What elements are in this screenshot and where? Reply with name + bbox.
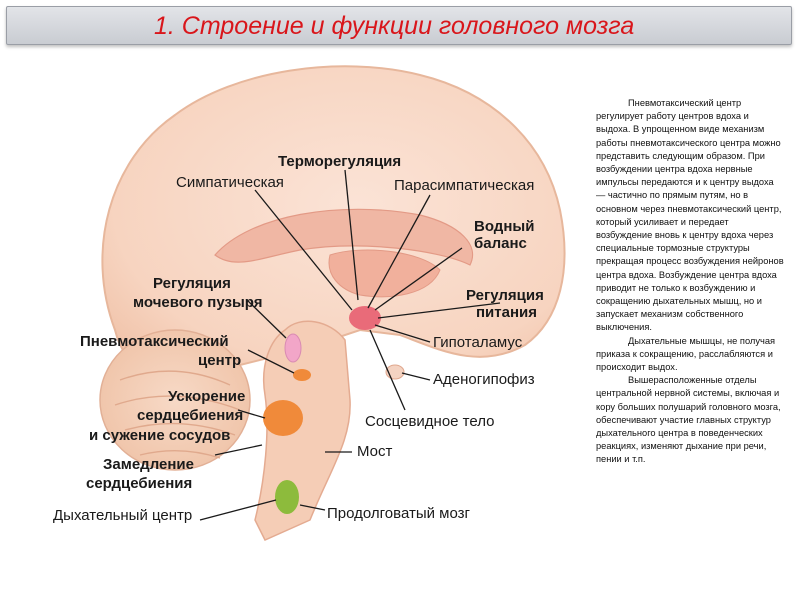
brain-diagram: Терморегуляция Симпатическая Парасимпати… bbox=[53, 65, 566, 541]
label-heart-accel-3: и сужение сосудов bbox=[89, 427, 230, 444]
explanation-text: Пневмотаксический центр регулирует работ… bbox=[596, 97, 784, 467]
title-bar: 1. Строение и функции головного мозга bbox=[6, 6, 792, 45]
label-heart-accel-2: сердцебиения bbox=[137, 407, 243, 424]
label-feeding-regulation-2: питания bbox=[476, 304, 537, 321]
pneumotaxic-region bbox=[284, 333, 302, 363]
corpus-callosum-shape bbox=[214, 208, 474, 266]
label-mammillary-body: Сосцевидное тело bbox=[365, 413, 495, 430]
label-thermoregulation: Терморегуляция bbox=[278, 153, 401, 170]
label-parasympathetic: Парасимпатическая bbox=[394, 177, 534, 194]
label-heart-slow-2: сердцебиения bbox=[86, 475, 192, 492]
label-bladder-regulation-1: Регуляция bbox=[153, 275, 231, 292]
label-sympathetic: Симпатическая bbox=[176, 174, 284, 191]
label-adenohypophysis: Аденогипофиз bbox=[433, 371, 535, 388]
label-heart-accel-1: Ускорение bbox=[168, 388, 245, 405]
cerebellum-shape bbox=[99, 329, 251, 471]
label-pneumotaxic-1: Пневмотаксический bbox=[80, 333, 229, 350]
heart-accel-region bbox=[263, 400, 303, 436]
label-water-balance-1: Водный bbox=[474, 218, 534, 235]
cerebellum-folds bbox=[114, 370, 241, 459]
explanation-paragraph-1: Пневмотаксический центр регулирует работ… bbox=[596, 98, 784, 333]
explanation-paragraph-3: Вышерасположенные отделы центральной нер… bbox=[596, 375, 781, 465]
bladder-center-region bbox=[293, 369, 311, 381]
slide-title: 1. Строение и функции головного мозга bbox=[154, 12, 635, 40]
label-pneumotaxic-2: центр bbox=[198, 352, 241, 369]
label-bladder-regulation-2: мочевого пузыря bbox=[133, 294, 263, 311]
label-feeding-regulation-1: Регуляция bbox=[466, 287, 544, 304]
label-respiratory-center: Дыхательный центр bbox=[53, 507, 192, 524]
respiratory-center-region bbox=[275, 480, 299, 514]
leader-lines bbox=[199, 169, 501, 521]
label-heart-slow-1: Замедление bbox=[103, 456, 194, 473]
explanation-paragraph-2: Дыхательные мышцы, не получая приказа к … bbox=[596, 335, 776, 373]
label-water-balance-2: баланс bbox=[474, 235, 527, 252]
label-hypothalamus: Гипоталамус bbox=[433, 334, 523, 351]
label-medulla: Продолговатый мозг bbox=[327, 505, 471, 522]
hypothalamus-region bbox=[349, 306, 381, 330]
label-pons: Мост bbox=[357, 443, 393, 460]
